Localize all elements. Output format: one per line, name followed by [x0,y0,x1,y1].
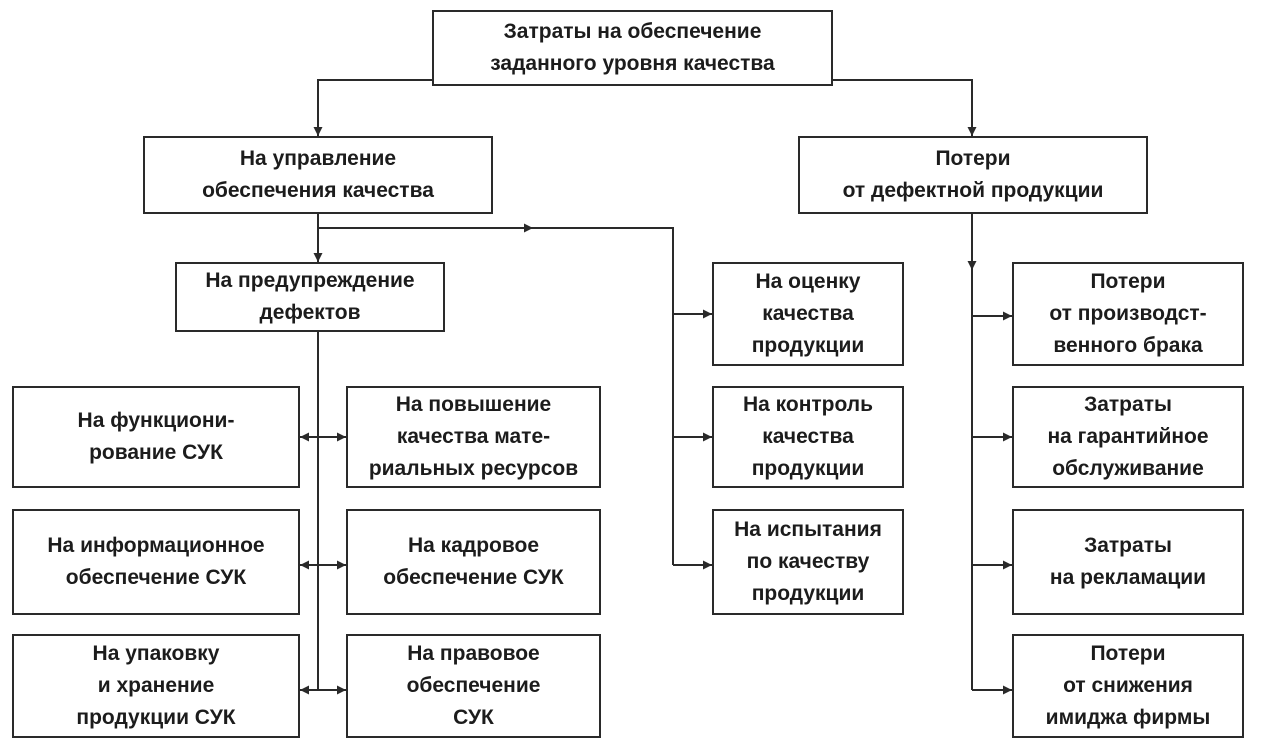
production-loss-box: Потери от производст- венного брака [1012,262,1244,366]
management-label: На управление обеспечения качества [202,147,434,202]
assessment-box: На оценку качества продукции [712,262,904,366]
claims-label: Затраты на рекламации [1049,534,1207,589]
prevention-box: На предупреждение дефектов [175,262,445,332]
management-box: На управление обеспечения качества [143,136,493,214]
testing-label: На испытания по качеству продукции [734,518,882,605]
testing-box: На испытания по качеству продукции [712,509,904,615]
losses-label: Потери от дефектной продукции [842,147,1104,202]
material-box: На повышение качества мате- риальных рес… [346,386,601,488]
root-label: Затраты на обеспечение заданного уровня … [490,20,775,75]
image-loss-box: Потери от снижения имиджа фирмы [1012,634,1244,738]
legal-label: На правовое обеспечение СУК [406,642,541,729]
losses-box: Потери от дефектной продукции [798,136,1148,214]
warranty-box: Затраты на гарантийное обслуживание [1012,386,1244,488]
control-label: На контроль качества продукции [742,393,874,480]
information-box: На информационное обеспечение СУК [12,509,300,615]
warranty-label: Затраты на гарантийное обслуживание [1047,393,1209,480]
packaging-label: На упаковку и хранение продукции СУК [76,642,236,729]
personnel-label: На кадровое обеспечение СУК [383,534,564,589]
personnel-box: На кадровое обеспечение СУК [346,509,601,615]
functioning-label: На функциони- рование СУК [77,409,235,464]
legal-box: На правовое обеспечение СУК [346,634,601,738]
functioning-box: На функциони- рование СУК [12,386,300,488]
image-loss-label: Потери от снижения имиджа фирмы [1045,642,1211,729]
control-box: На контроль качества продукции [712,386,904,488]
assessment-label: На оценку качества продукции [751,270,865,357]
assessment-trunk [533,227,674,565]
claims-box: Затраты на рекламации [1012,509,1244,615]
arrow-root-to-losses [833,79,977,136]
arrow-root-to-management [313,79,432,136]
prevention-label: На предупреждение дефектов [205,269,415,324]
root-box: Затраты на обеспечение заданного уровня … [432,10,833,86]
packaging-box: На упаковку и хранение продукции СУК [12,634,300,738]
material-label: На повышение качества мате- риальных рес… [368,393,579,480]
production-loss-label: Потери от производст- венного брака [1049,270,1207,357]
information-label: На информационное обеспечение СУК [47,534,265,589]
